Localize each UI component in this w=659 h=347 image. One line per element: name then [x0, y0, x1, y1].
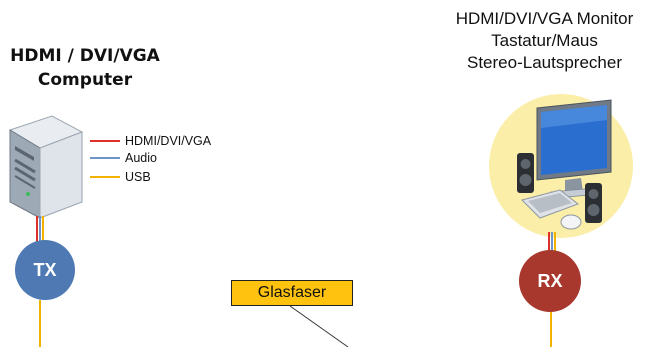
tx-node: TX — [15, 240, 75, 300]
cable-video-right — [548, 232, 550, 254]
monitor-title-line-3: Stereo-Lautsprecher — [467, 53, 622, 72]
computer-title-line-1: HDMI / DVI/VGA — [10, 46, 160, 66]
fiber-label: Glasfaser — [257, 284, 327, 301]
monitor-title: HDMI/DVI/VGA Monitor Tastatur/Maus Stere… — [430, 8, 659, 74]
cable-audio-right — [551, 232, 553, 254]
cable-usb-left — [42, 216, 44, 242]
keyboard-icon — [521, 189, 580, 219]
computer-tower-icon — [8, 115, 84, 219]
cable-video-left — [36, 216, 38, 242]
computer-title-line-2: Computer — [37, 70, 133, 90]
rx-node: RX — [519, 250, 581, 312]
monitor-title-line-2: Tastatur/Maus — [491, 31, 598, 50]
legend-line-blue — [90, 157, 120, 159]
legend-label: Audio — [125, 151, 157, 165]
legend-line-yellow — [90, 176, 120, 178]
monitor-title-line-1: HDMI/DVI/VGA Monitor — [455, 9, 634, 28]
computer-title: HDMI / DVI/VGA Computer — [0, 44, 170, 92]
speaker-icon — [585, 183, 602, 223]
rx-label: RX — [537, 270, 563, 291]
legend-label: HDMI/DVI/VGA — [125, 134, 212, 148]
mouse-icon — [560, 214, 582, 230]
fiber-line-right — [550, 312, 552, 347]
speaker-icon — [517, 153, 534, 193]
fiber-label-box: Glasfaser — [231, 280, 353, 306]
cable-audio-left — [39, 216, 41, 242]
cable-usb-right — [554, 232, 556, 254]
legend-line-red — [90, 140, 120, 142]
legend-label: USB — [125, 170, 151, 184]
fiber-line-left — [39, 300, 41, 347]
tx-label: TX — [33, 259, 57, 280]
